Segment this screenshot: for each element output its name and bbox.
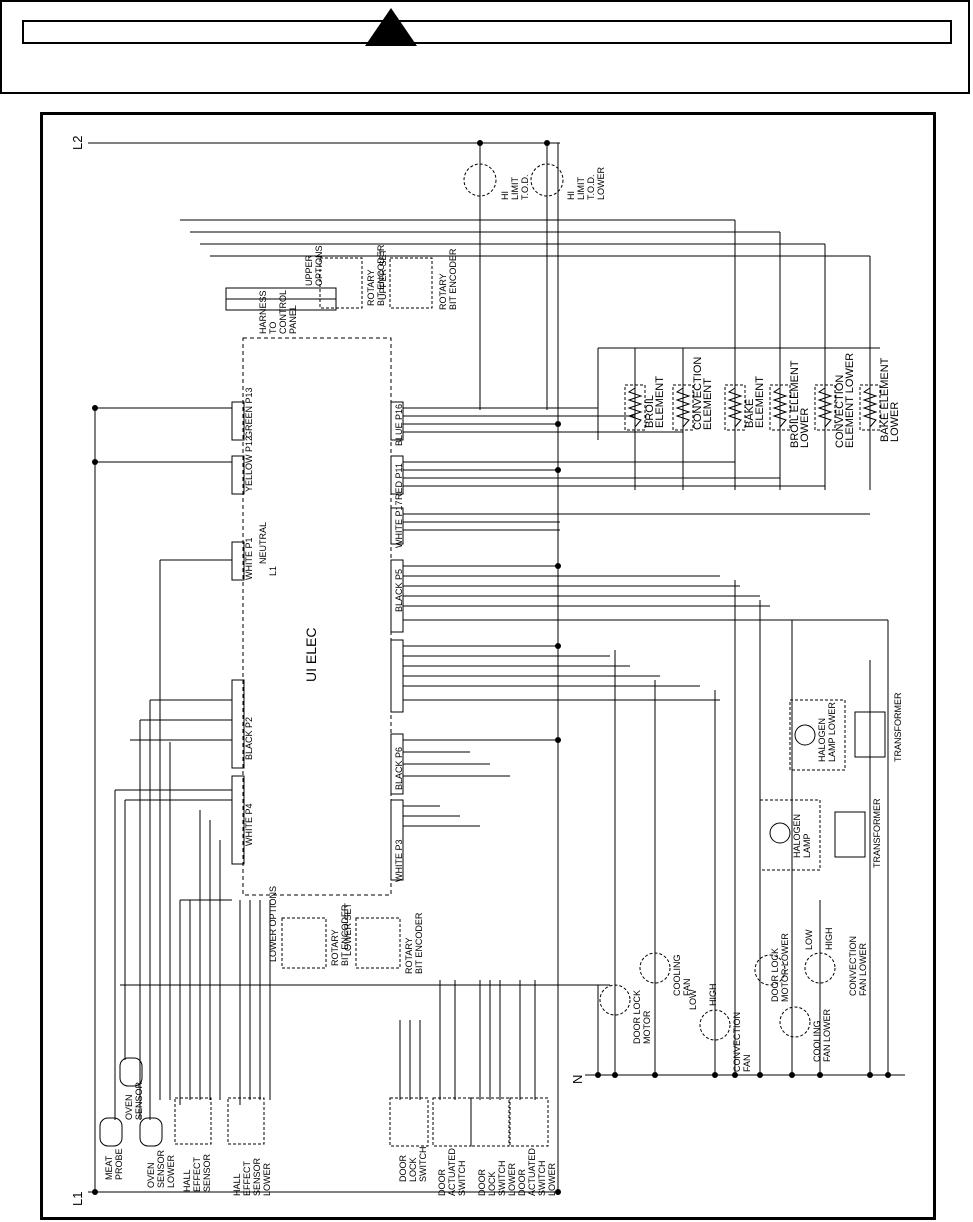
connector-label: GREEN P13: [244, 387, 254, 438]
transformer-label: TRANSFORMER: [872, 798, 882, 869]
l1-label: L1: [70, 1191, 85, 1206]
connector-label: WHITE P3: [394, 839, 404, 882]
neutral-label: N: [570, 1074, 585, 1084]
connector-note: L1: [268, 565, 278, 576]
connector-label: BLACK P6: [394, 746, 404, 790]
transformer-label: TRANSFORMER: [893, 692, 903, 763]
connector-note: NEUTRAL: [258, 521, 268, 564]
wiring-schematic-frame: [40, 112, 936, 1220]
control-board: [242, 337, 392, 896]
speed-low-label: LOW: [804, 929, 814, 950]
warning-header: [0, 0, 970, 94]
connector-label: RED P11: [394, 463, 404, 500]
module-label: LOWER OPTIONS: [268, 885, 278, 962]
connector-label: BLACK P2: [244, 716, 254, 760]
connector-label: WHITE P1: [244, 537, 254, 580]
speed-low-label: LOW: [688, 989, 698, 1010]
warning-bar: [22, 20, 952, 44]
l2-label: L2: [70, 135, 85, 150]
connector-label: BLACK P5: [394, 568, 404, 612]
board-label: UI ELEC: [303, 627, 319, 682]
module-label: UPPER SET: [378, 248, 388, 300]
connector-label: YELLOW P12: [244, 435, 254, 492]
connector-label: BLUE P16: [394, 403, 404, 446]
connector-label: WHITE P17: [394, 500, 404, 548]
module-label: LOWER SET: [343, 902, 353, 956]
speed-high-label: HIGH: [708, 983, 718, 1007]
connector-label: WHITE P4: [244, 803, 254, 846]
warning-triangle-icon: [365, 8, 417, 46]
heater-elements: [624, 384, 881, 431]
speed-high-label: HIGH: [824, 927, 834, 951]
board-connectors: [231, 401, 404, 881]
